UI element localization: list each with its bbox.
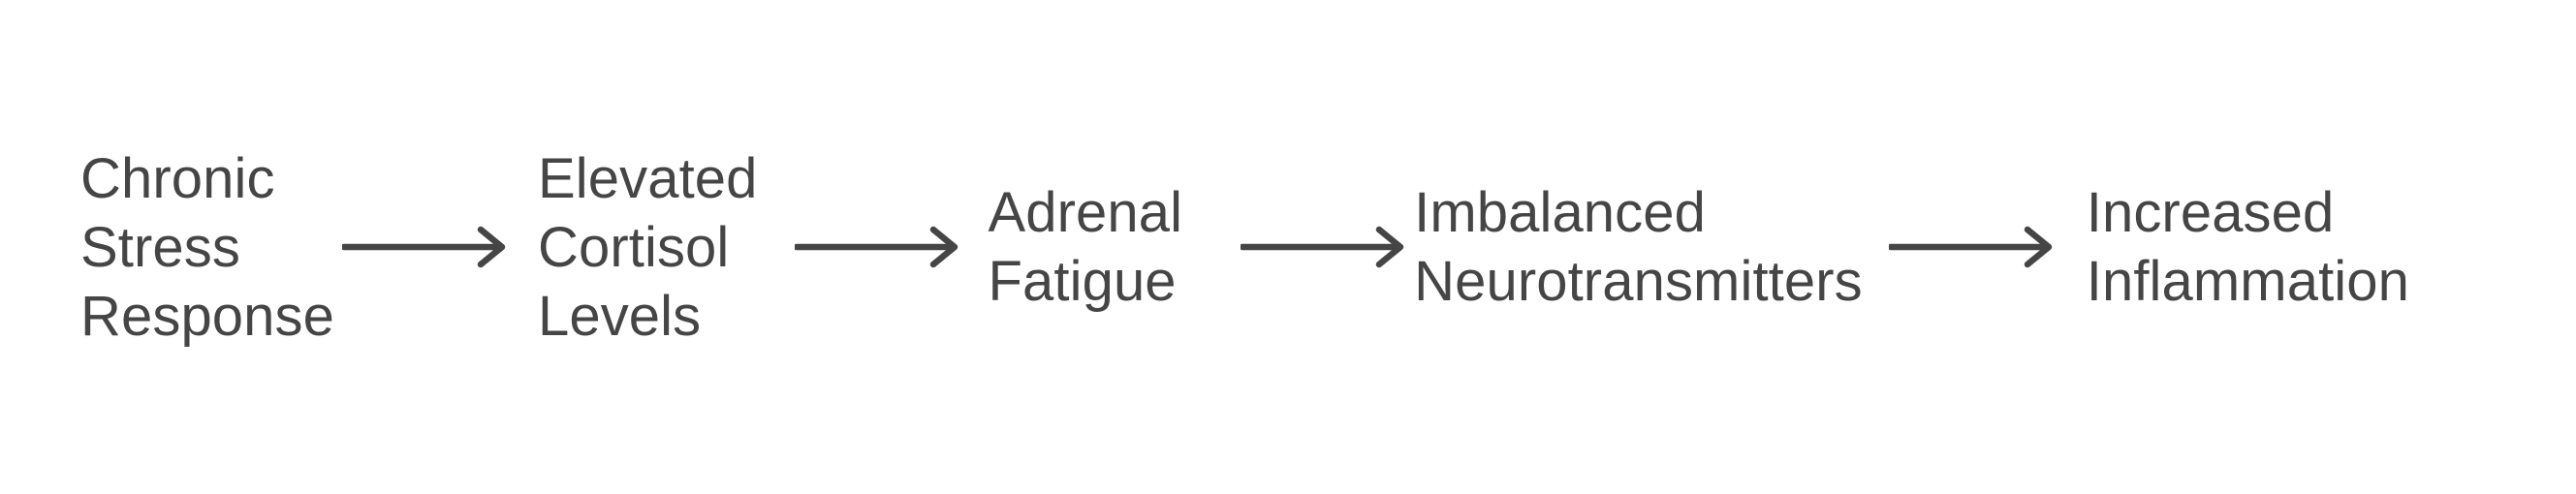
node-label-line: Inflammation (2086, 250, 2409, 313)
flow-node-elevated-cortisol-levels[interactable]: Elevated Cortisol Levels (538, 144, 758, 351)
spacer (1407, 247, 1414, 248)
flow-node-adrenal-fatigue[interactable]: Adrenal Fatigue (989, 178, 1183, 316)
node-label-line: Cortisol (537, 215, 730, 279)
node-label-line: Response (80, 284, 334, 348)
node-label-line: Levels (537, 284, 702, 348)
spacer (509, 247, 538, 248)
node-label-line: Chronic (80, 146, 275, 210)
spacer (334, 247, 342, 248)
node-label-line: Imbalanced (1414, 181, 1706, 244)
arrow-right-icon (1241, 226, 1407, 268)
spacer (2056, 247, 2087, 248)
arrow-right-icon (1888, 226, 2056, 268)
node-label-line: Elevated (537, 146, 758, 210)
flow-node-increased-inflammation[interactable]: Increased Inflammation (2087, 178, 2409, 316)
flow-node-imbalanced-neurotransmitters[interactable]: Imbalanced Neurotransmitters (1414, 178, 1863, 316)
arrow-right-icon (341, 226, 509, 268)
spacer (758, 247, 795, 248)
node-label-line: Adrenal (988, 181, 1183, 244)
node-label-line: Fatigue (988, 250, 1177, 313)
spacer (1182, 247, 1241, 248)
node-label-line: Stress (80, 215, 240, 279)
node-label-line: Increased (2086, 181, 2335, 244)
arrow-right-icon (794, 226, 961, 268)
spacer (961, 247, 989, 248)
node-label-line: Neurotransmitters (1414, 250, 1863, 313)
spacer (1863, 247, 1889, 248)
flow-node-chronic-stress-response[interactable]: Chronic Stress Response (80, 144, 334, 351)
